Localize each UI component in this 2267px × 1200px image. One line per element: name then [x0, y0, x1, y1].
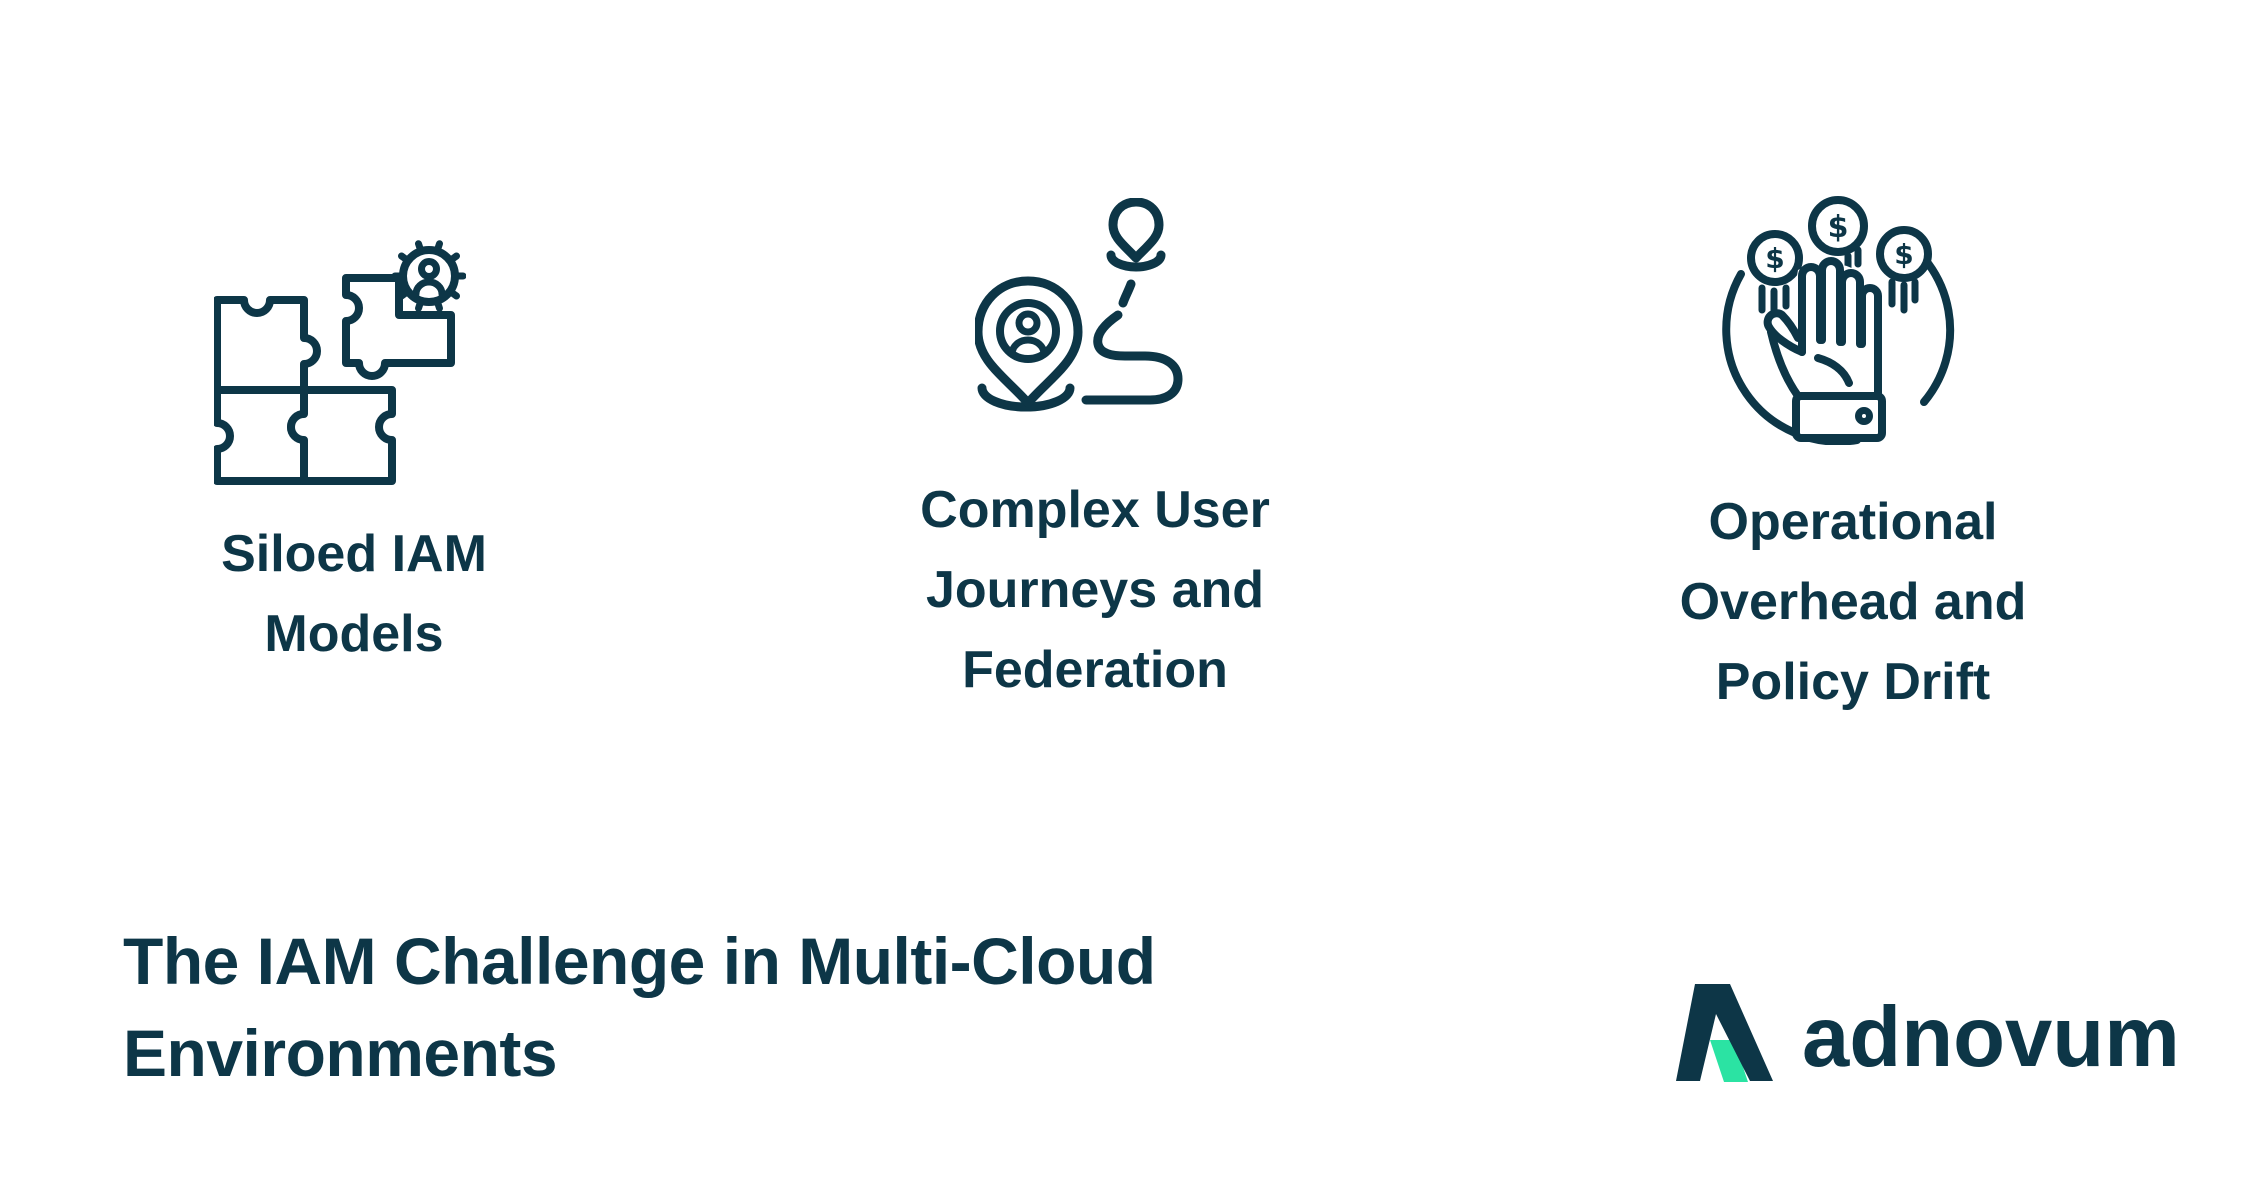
title-line: Environments — [123, 1016, 558, 1090]
caption-line: Complex User — [920, 481, 1270, 539]
adnovum-logo-mark — [1676, 984, 1773, 1082]
user-journey-icon — [975, 198, 1183, 412]
hand-icon — [1763, 257, 1886, 442]
svg-text:$: $ — [1828, 210, 1849, 245]
hand-coins-icon: $ $ $ — [1722, 196, 1955, 445]
logo-lambda — [1676, 984, 1773, 1081]
adnovum-wordmark: adnovum — [1802, 990, 2180, 1085]
map-pin-small-icon — [1108, 198, 1164, 263]
caption-line: Models — [264, 605, 444, 663]
caption-line: Policy Drift — [1715, 653, 1991, 711]
caption-line: Operational — [1708, 493, 1998, 551]
coin-icon: $ $ $ — [1747, 196, 1932, 286]
route-dash — [1118, 279, 1136, 308]
title-line: The IAM Challenge in Multi-Cloud — [123, 924, 1156, 998]
gear-icon — [391, 240, 466, 312]
ground-arc-small — [1106, 250, 1166, 272]
caption-line: Journeys and — [925, 561, 1265, 619]
logo-green-accent — [1710, 1040, 1748, 1082]
puzzle-piece-bottom-right — [287, 386, 396, 485]
page-title: The IAM Challenge in Multi-Cloud Environ… — [123, 915, 1156, 1099]
caption-complex-journeys: Complex User Journeys and Federation — [855, 470, 1335, 710]
caption-line: Federation — [962, 641, 1228, 699]
caption-siloed-iam: Siloed IAM Models — [114, 514, 594, 674]
puzzle-piece-top-left — [214, 296, 321, 394]
puzzle-piece-detached — [342, 274, 455, 380]
person-icon — [418, 258, 440, 280]
caption-operational-overhead: Operational Overhead and Policy Drift — [1613, 482, 2093, 722]
cuff — [1792, 392, 1886, 442]
svg-text:$: $ — [1765, 242, 1784, 275]
cuff-button — [1855, 407, 1873, 425]
route-path — [1081, 310, 1183, 405]
svg-text:$: $ — [1894, 238, 1913, 271]
puzzle-gear-icon — [214, 240, 466, 485]
caption-line: Siloed IAM — [221, 525, 487, 583]
person-icon — [1015, 310, 1041, 336]
caption-line: Overhead and — [1679, 573, 2027, 631]
